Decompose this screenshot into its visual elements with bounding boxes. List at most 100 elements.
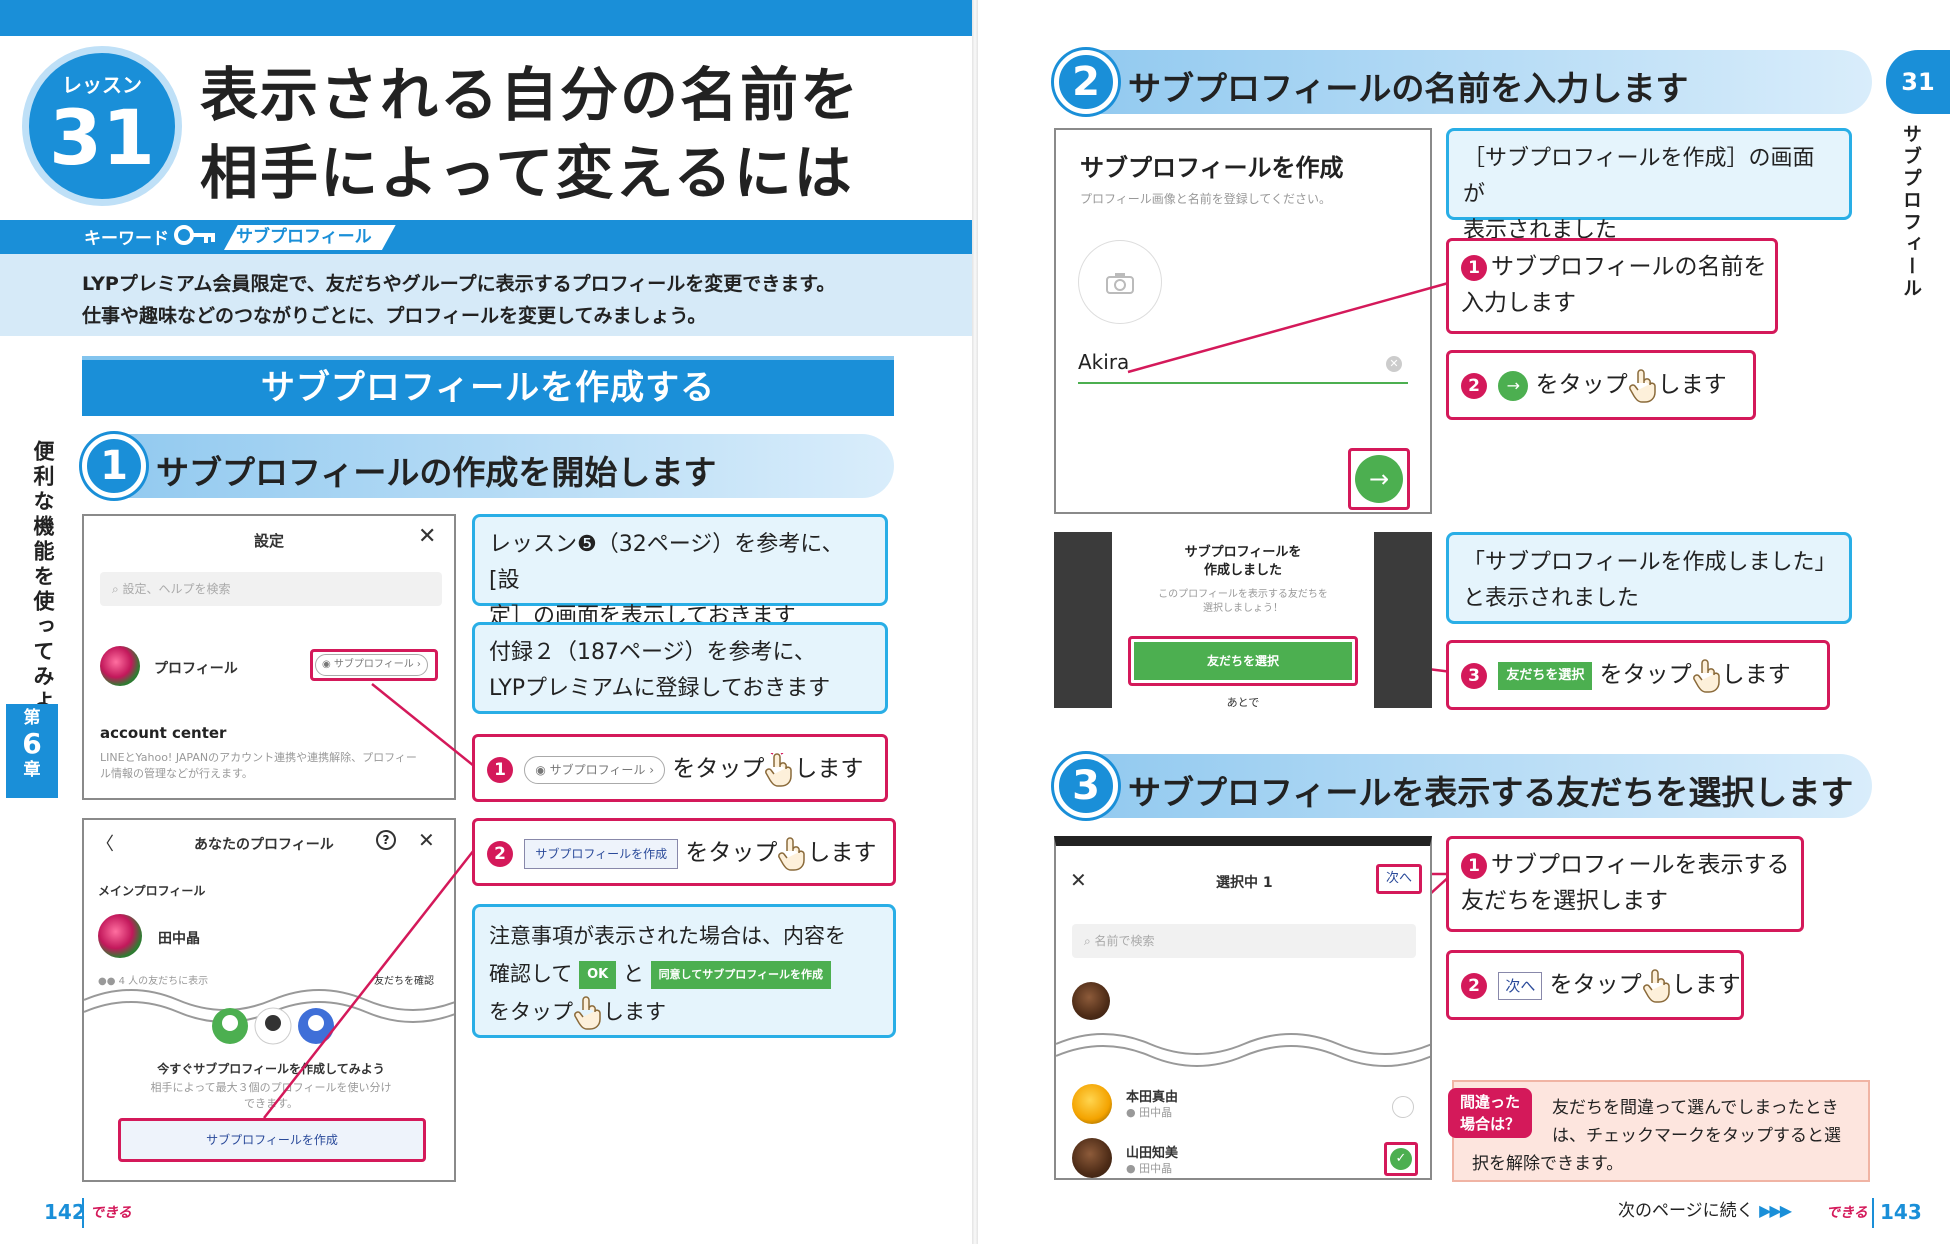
settings-search-input[interactable]: ⌕ 設定、ヘルプを検索 [100,572,442,606]
name-input-underline [1078,382,1408,384]
action-number: 1 [487,756,513,783]
folio-divider [82,1198,84,1228]
promo-title: 今すぐサブプロフィールを作成してみよう [157,1062,385,1076]
section-title: サブプロフィールを作成する [82,356,894,416]
title-line-2: 相手によって変えるには [200,139,854,207]
people-illustration [208,1006,338,1046]
agree-button-sample: 同意してサブプロフィールを作成 [650,961,832,989]
avatar [100,646,140,686]
tap-hand-icon [1628,368,1656,403]
action-text-tail: します [807,840,877,866]
note-a-line-1: レッスン❺（32ページ）を参考に、[設 [489,532,844,593]
create-sub-profile-screenshot: サブプロフィールを作成 プロフィール画像と名前を登録してください。 Akira … [1054,128,1432,514]
user-icon: ◉ [322,659,334,670]
continue-note: 次のページに続く ▶▶▶ [1618,1196,1792,1221]
action-text: をタップ [1599,662,1692,688]
step-1-heading: 1 サブプロフィールの作成を開始します [82,434,894,498]
back-icon[interactable]: 〈 [96,834,114,855]
friend-2-sub-text: 田中晶 [1139,1162,1173,1175]
clear-icon[interactable]: ✕ [1386,356,1402,372]
your-profile-header: あなたのプロフィール [194,837,334,853]
select-friends-highlight[interactable]: 友だちを選択 [1128,636,1358,686]
tip-line-2: は、チェックマークをタップすると選 [1552,1126,1841,1146]
action-text: をタップ [672,756,765,782]
keyword-label: キーワード [84,229,169,249]
selected-count: 選択中 1 [1216,875,1273,891]
search-icon: ⌕ [1084,934,1095,948]
action-tap-create: 2 サブプロフィールを作成 をタップします [472,818,896,886]
later-link[interactable]: あとで [1226,696,1260,708]
tip-line-3: 択を解除できます。 [1472,1154,1624,1174]
account-center-desc: LINEとYahoo! JAPANのアカウント連携や連携解除、プロフィー ル情報… [100,750,450,782]
select-friends-button[interactable]: 友だちを選択 [1134,642,1352,680]
action-number: 3 [1461,662,1487,689]
note-b-line-2: LYPプレミアムに登録しておきます [489,676,831,701]
next-arrow-icon: → [1498,370,1529,401]
check-icon[interactable]: ✓ [1390,1148,1412,1170]
lead-line-2: 仕事や趣味などのつながりごとに、プロフィールを変更してみましょう。 [82,305,707,327]
action-text-tail: します [1721,662,1791,688]
note-c-line-1: 注意事項が表示された場合は、内容を [489,924,846,948]
lead-line-1: LYPプレミアム会員限定で、友だちやグループに表示するプロフィールを変更できます… [82,273,836,295]
step-2-heading: 2 サブプロフィールの名前を入力します [1054,50,1872,114]
action-tap-select-friends: 3 友だちを選択 をタップします [1446,640,1830,710]
sub-profile-pill[interactable]: ◉ サブプロフィール › [315,654,428,676]
next-arrow-button[interactable]: → [1355,455,1403,503]
next-button[interactable]: 次へ [1376,864,1422,894]
dialog-desc-line-2: 選択しましょう！ [1203,603,1283,614]
tap-hand-icon [778,836,806,871]
promo-desc-line-2: できます。 [244,1097,298,1110]
settings-header: 設定 [254,532,285,550]
note-c-and: と [622,962,644,986]
name-input-value[interactable]: Akira [1078,350,1130,374]
keyword-bar [0,220,972,254]
lesson-title: 表示される自分の名前を 相手によって変えるには [200,56,960,212]
sub-profile-highlight[interactable]: ◉ サブプロフィール › [310,649,438,681]
next-arrow-highlight[interactable]: → [1348,448,1410,510]
close-icon[interactable]: ✕ [1070,868,1087,892]
close-icon[interactable]: ✕ [418,524,437,549]
action-text-tail: します [1657,372,1727,398]
create-sub-profile-button[interactable]: サブプロフィールを作成 [118,1118,426,1162]
lesson-tab: 31 [1886,50,1950,114]
tip-tag: 間違った 場合は？ [1448,1088,1532,1138]
note-open-settings: レッスン❺（32ページ）を参考に、[設 定］の画面を表示しておきます [472,514,888,629]
avatar [1072,1138,1112,1178]
lead-paragraph: LYPプレミアム会員限定で、友だちやグループに表示するプロフィールを変更できます… [0,254,972,336]
action-text: をタップ [1549,972,1642,998]
action-number: 2 [1461,372,1487,399]
note-created: 「サブプロフィールを作成しました」 と表示されました [1446,532,1852,624]
main-profile-label: メインプロフィール [98,884,206,898]
note-b-line-1: 付録２（187ページ）を参考に、 [489,640,816,665]
close-icon[interactable]: ✕ [418,828,435,852]
note-line-1: 「サブプロフィールを作成しました」 [1463,550,1837,575]
action-number: 1 [1461,852,1487,879]
action-text-tail: します [1671,972,1741,998]
sub-profile-pill-sample: ◉ サブプロフィール › [524,755,665,784]
note-c-tail: をタップ [489,1000,573,1024]
selected-avatar[interactable] [1072,982,1110,1020]
created-dialog-screenshot: サブプロフィールを 作成しました このプロフィールを表示する友だちを 選択しまし… [1054,532,1432,708]
dialog-title: サブプロフィールを 作成しました [1112,544,1374,580]
help-icon[interactable]: ? [376,830,396,850]
continue-arrows-icon: ▶▶▶ [1759,1201,1792,1220]
next-chip-sample: 次へ [1498,971,1543,1000]
action-tap-next: 2 次へ をタップします [1446,950,1744,1020]
note-register-premium: 付録２（187ページ）を参考に、 LYPプレミアムに登録しておきます [472,622,888,714]
friend-1-checkbox[interactable] [1392,1096,1414,1118]
camera-icon[interactable] [1078,240,1162,324]
chapter-side-title: 便利な機能を使ってみよう [31,440,55,740]
settings-search-placeholder: 設定、ヘルプを検索 [122,582,231,596]
profile-label: プロフィール [154,661,238,677]
friend-search-input[interactable]: ⌕ 名前で検索 [1072,924,1416,958]
friends-right[interactable]: 友だちを確認 [374,976,434,987]
note-line-1: ［サブプロフィールを作成］の画面が [1463,146,1815,207]
user-icon: ◉ [535,762,550,777]
note-c-line-2: 確認して OK と 同意してサブプロフィールを作成 [489,955,879,993]
step-3-number: 3 [1054,754,1118,818]
friend-2-check-highlight[interactable]: ✓ [1384,1142,1418,1176]
dekiru-logo: できる [1826,1205,1868,1221]
dialog-title-line-1: サブプロフィールを [1184,545,1302,560]
